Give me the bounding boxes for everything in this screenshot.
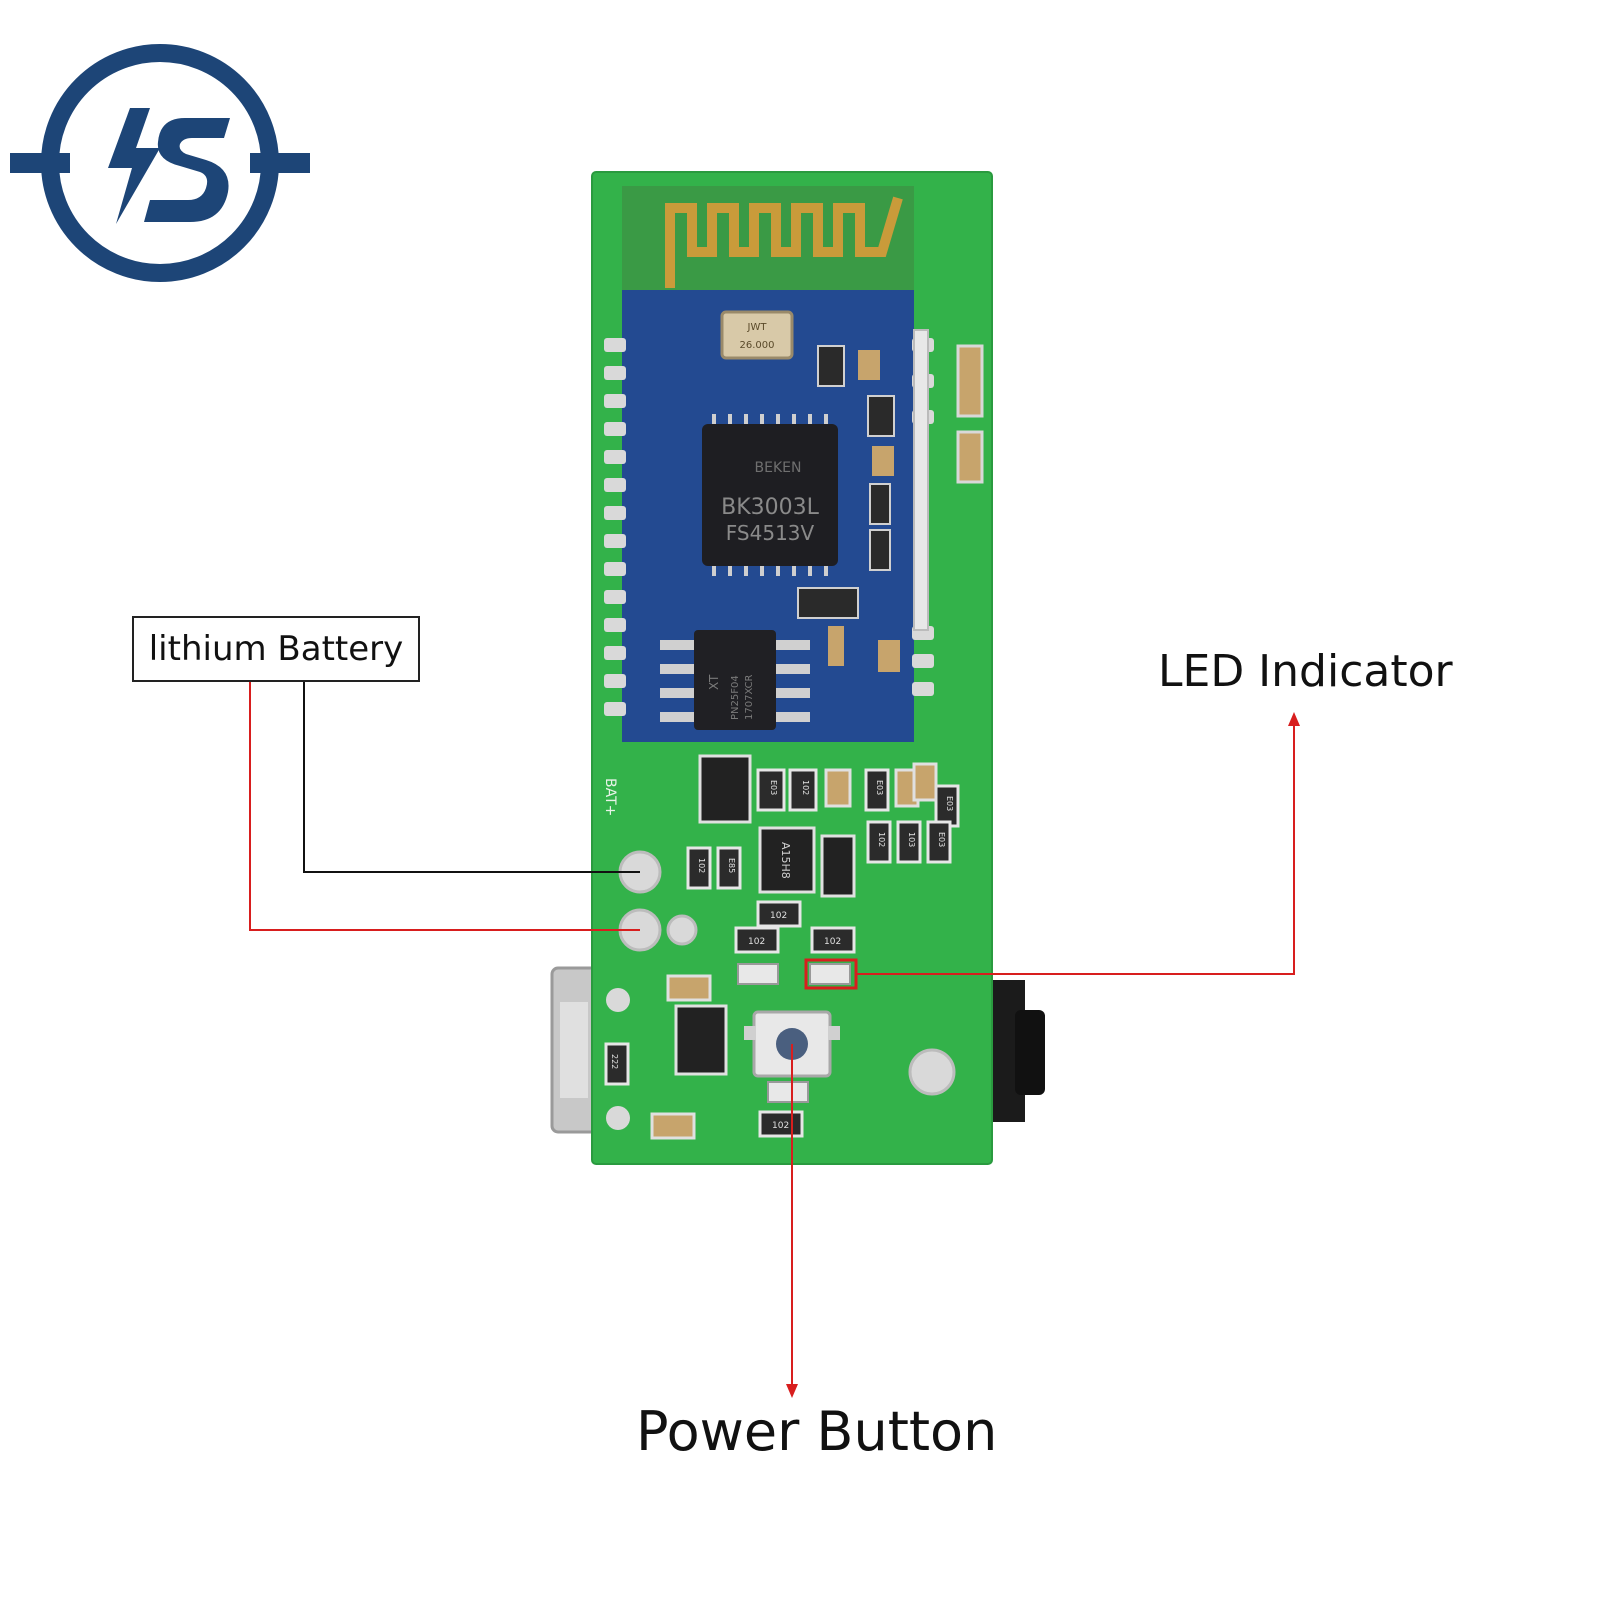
crystal-label-line2: 26.000	[740, 340, 775, 351]
power-arrow-icon	[786, 1384, 798, 1398]
battery-callout-label: lithium Battery	[132, 616, 420, 682]
crystal-label-line1: JWT	[747, 322, 768, 333]
audio-jack	[985, 980, 1045, 1122]
resistor-code: 102	[697, 858, 706, 873]
resistor-code: E03	[945, 796, 954, 811]
resistor-code: E85	[727, 858, 736, 873]
small-chip-marking: A15H8	[779, 842, 792, 879]
led-callout-label: LED Indicator	[1158, 646, 1453, 697]
resistor-code: 102	[801, 780, 810, 795]
power-callout-label: Power Button	[636, 1400, 998, 1463]
resistor-code: 102	[877, 832, 886, 847]
resistor-code: 102	[770, 911, 787, 921]
resistor-code: E03	[937, 832, 946, 847]
led-leader-line	[856, 724, 1295, 975]
pcb-board	[591, 171, 993, 1165]
main-chip-batch: FS4513V	[726, 521, 815, 545]
resistor-code: E03	[769, 780, 778, 795]
silkscreen-bat: BAT+	[602, 778, 618, 816]
resistor-code: 102	[748, 937, 765, 947]
led-arrow-icon	[1288, 712, 1300, 726]
resistor-code: 222	[610, 1054, 619, 1069]
brand-logo-icon	[10, 44, 310, 282]
flash-chip-model: PN25F04	[730, 675, 741, 720]
main-chip-model: BK3003L	[721, 495, 820, 520]
battery-leader-lines	[249, 682, 640, 931]
flash-chip-batch: 1707XCR	[744, 674, 755, 720]
resistor-code: 103	[907, 832, 916, 847]
resistor-code: 102	[824, 937, 841, 947]
flash-chip-brand: XT	[707, 674, 721, 690]
usb-connector	[550, 966, 599, 1134]
resistor-code: 102	[772, 1121, 789, 1131]
resistor-code: E03	[875, 780, 884, 795]
main-chip-brand: BEKEN	[755, 460, 802, 476]
